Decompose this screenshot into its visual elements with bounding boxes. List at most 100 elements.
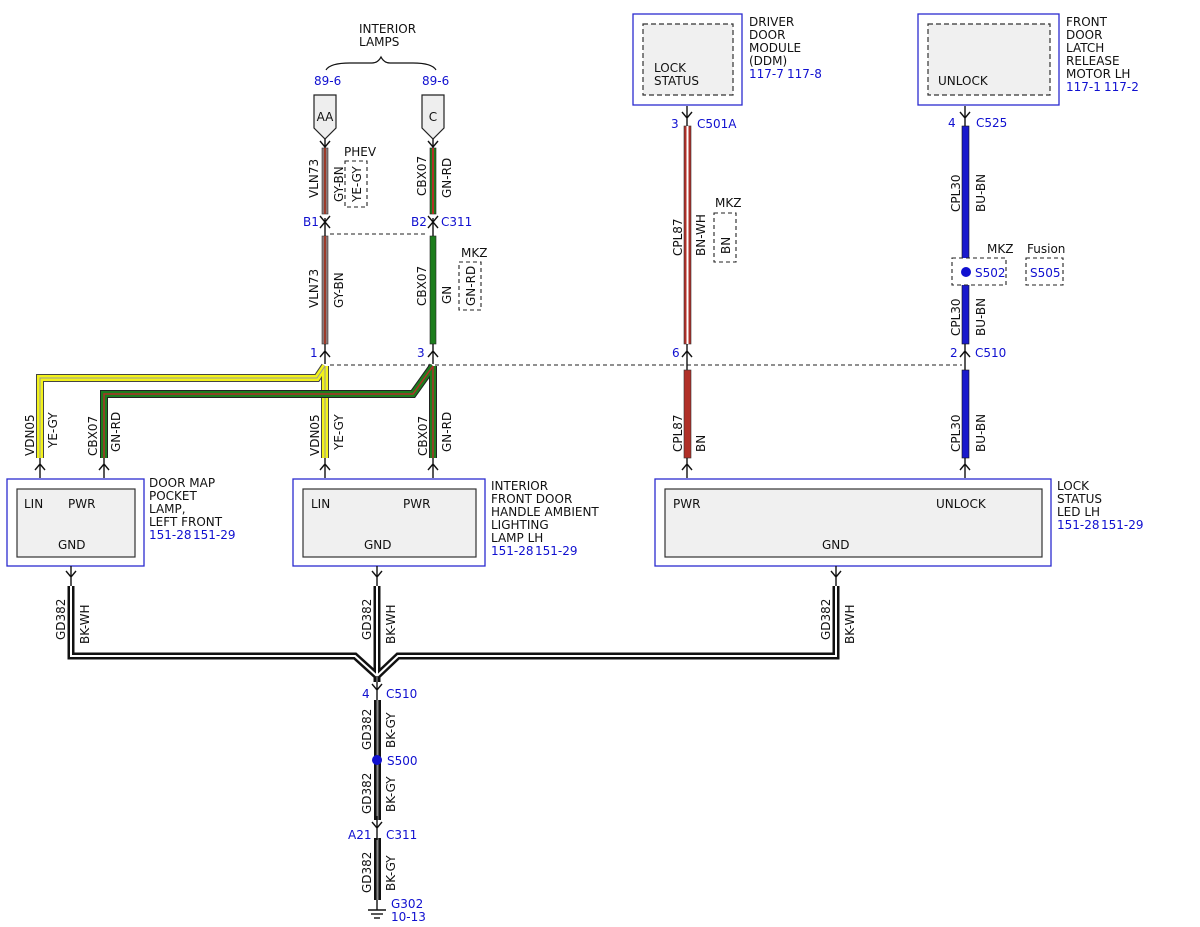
vdn05-left-circuit: VDN05 xyxy=(23,414,37,456)
map-name-1: DOOR MAP xyxy=(149,476,215,490)
phev-alt-color: YE-GY xyxy=(350,166,364,203)
ye-gy-wire xyxy=(36,363,329,458)
vdn05-mid-color: YE-GY xyxy=(332,414,346,451)
c501a-pin: 3 xyxy=(671,117,679,131)
latch-name-2: DOOR xyxy=(1066,28,1102,42)
gn-rd-wire-top xyxy=(429,147,437,345)
led-ref-1: 151-28 xyxy=(1057,518,1100,532)
map-lin-arrow xyxy=(34,458,46,478)
gd382-d2-circuit: GD382 xyxy=(360,773,374,814)
amb-pwr-arrow xyxy=(427,458,439,478)
led-ref-2: 151-29 xyxy=(1101,518,1144,532)
s500-label: S500 xyxy=(387,754,418,768)
c510-pin-1: 1 xyxy=(310,346,318,360)
cbx07-mid-color: GN-RD xyxy=(440,412,454,452)
amb-lin-arrow xyxy=(319,458,331,478)
c311-pin-b1: B1 xyxy=(303,215,319,229)
c510-bottom-pin: 4 xyxy=(362,687,370,701)
gd382-left-color: BK-WH xyxy=(78,604,92,644)
c311-connector-top: B1 B2 C311 xyxy=(303,215,472,236)
c525-name: C525 xyxy=(976,116,1007,130)
s502-label: S502 xyxy=(975,266,1006,280)
ddm-inner-2: STATUS xyxy=(654,74,699,88)
mkz-alt-color-1: GN-RD xyxy=(464,266,478,306)
c501a-name: C501A xyxy=(697,117,737,131)
interior-lamps-header: INTERIOR LAMPS 89-6 89-6 AA C xyxy=(313,22,449,140)
c510-pin-3: 3 xyxy=(417,346,425,360)
cbx07-top-color: GN-RD xyxy=(440,158,454,198)
c311-bottom-pin: A21 xyxy=(348,828,371,842)
gn-rd-wire-lower xyxy=(100,363,437,458)
cbx07-top-circuit: CBX07 xyxy=(415,156,429,196)
mkz-option-label-2: MKZ xyxy=(715,196,741,210)
map-pin-gnd: GND xyxy=(58,538,86,552)
gy-bn-wire-top xyxy=(321,147,329,345)
ground-name: G302 xyxy=(391,897,423,911)
mkz-option-box-2 xyxy=(713,212,737,263)
gd382-d1-color: BK-GY xyxy=(384,712,398,748)
c311-bottom-name: C311 xyxy=(386,828,417,842)
fusion-option-label: Fusion xyxy=(1027,242,1065,256)
c510-bottom-arrow xyxy=(371,676,383,700)
led-unlock-arrow xyxy=(959,458,971,478)
led-gnd-arrow xyxy=(830,566,842,586)
gd382-d1-circuit: GD382 xyxy=(360,709,374,750)
mkz-option-label-1: MKZ xyxy=(461,246,487,260)
latch-name-3: LATCH xyxy=(1066,41,1104,55)
map-gnd-arrow xyxy=(65,566,77,586)
gd382-left-circuit: GD382 xyxy=(54,599,68,640)
led-pin-unlock: UNLOCK xyxy=(936,497,987,511)
cpl87-top-color: BN-WH xyxy=(694,214,708,256)
latch-name-1: FRONT xyxy=(1066,15,1108,29)
cpl30-b-circuit: CPL30 xyxy=(949,298,963,336)
interior-lamps-ref-left: 89-6 xyxy=(314,74,341,88)
aa-connector-arrow xyxy=(319,139,331,149)
cbx07-mid-color: GN xyxy=(440,286,454,304)
s502-box xyxy=(951,257,1007,286)
gd382-d3-color: BK-GY xyxy=(384,855,398,891)
door-map-pocket-lamp: LIN PWR GND DOOR MAP POCKET LAMP, LEFT F… xyxy=(6,476,236,567)
vln73-top-circuit: VLN73 xyxy=(307,159,321,198)
bk-wh-ground-wires xyxy=(67,586,840,682)
phev-option-label: PHEV xyxy=(344,145,377,159)
c510-pin-2: 2 xyxy=(950,346,958,360)
map-name-3: LAMP, xyxy=(149,502,186,516)
phev-option-box xyxy=(344,160,368,208)
latch-name-4: RELEASE xyxy=(1066,54,1120,68)
vln73-top-color: GY-BN xyxy=(332,166,346,202)
vdn05-mid-circuit: VDN05 xyxy=(308,414,322,456)
bk-gy-ground-wire xyxy=(374,700,381,900)
c510-bottom-name: C510 xyxy=(386,687,417,701)
led-name-2: STATUS xyxy=(1057,492,1102,506)
c501a-arrow xyxy=(681,106,693,126)
cbx07-mid-circuit: CBX07 xyxy=(416,416,430,456)
amb-pin-lin: LIN xyxy=(311,497,330,511)
map-pin-pwr: PWR xyxy=(68,497,95,511)
front-door-latch: UNLOCK FRONT DOOR LATCH RELEASE MOTOR LH… xyxy=(917,13,1139,106)
amb-name-4: LIGHTING xyxy=(491,518,549,532)
map-ref-2: 151-29 xyxy=(193,528,236,542)
ddm-name-3: MODULE xyxy=(749,41,801,55)
cpl30-c-color: BU-BN xyxy=(974,414,988,452)
gd382-right-color: BK-WH xyxy=(843,604,857,644)
gd382-mid-circuit: GD382 xyxy=(360,599,374,640)
map-name-2: POCKET xyxy=(149,489,198,503)
cbx07-mid-circuit: CBX07 xyxy=(415,266,429,306)
cbx07-left-circuit: CBX07 xyxy=(86,416,100,456)
interior-lamps-name-1: INTERIOR xyxy=(359,22,416,36)
ddm-inner-1: LOCK xyxy=(654,61,687,75)
gd382-d3-circuit: GD382 xyxy=(360,852,374,893)
interior-lamps-ref-right: 89-6 xyxy=(422,74,449,88)
pin-c-label: C xyxy=(429,110,437,124)
c311-top-name: C311 xyxy=(441,215,472,229)
map-name-4: LEFT FRONT xyxy=(149,515,223,529)
mkz-option-label-3: MKZ xyxy=(987,242,1013,256)
cpl30-c-circuit: CPL30 xyxy=(949,414,963,452)
latch-inner: UNLOCK xyxy=(938,74,989,88)
cpl87-lower-circuit: CPL87 xyxy=(671,414,685,452)
cpl30-a-circuit: CPL30 xyxy=(949,174,963,212)
s505-label: S505 xyxy=(1030,266,1061,280)
ground-symbol-icon xyxy=(368,900,386,919)
amb-ref-1: 151-28 xyxy=(491,544,534,558)
c525-arrow xyxy=(959,106,971,126)
